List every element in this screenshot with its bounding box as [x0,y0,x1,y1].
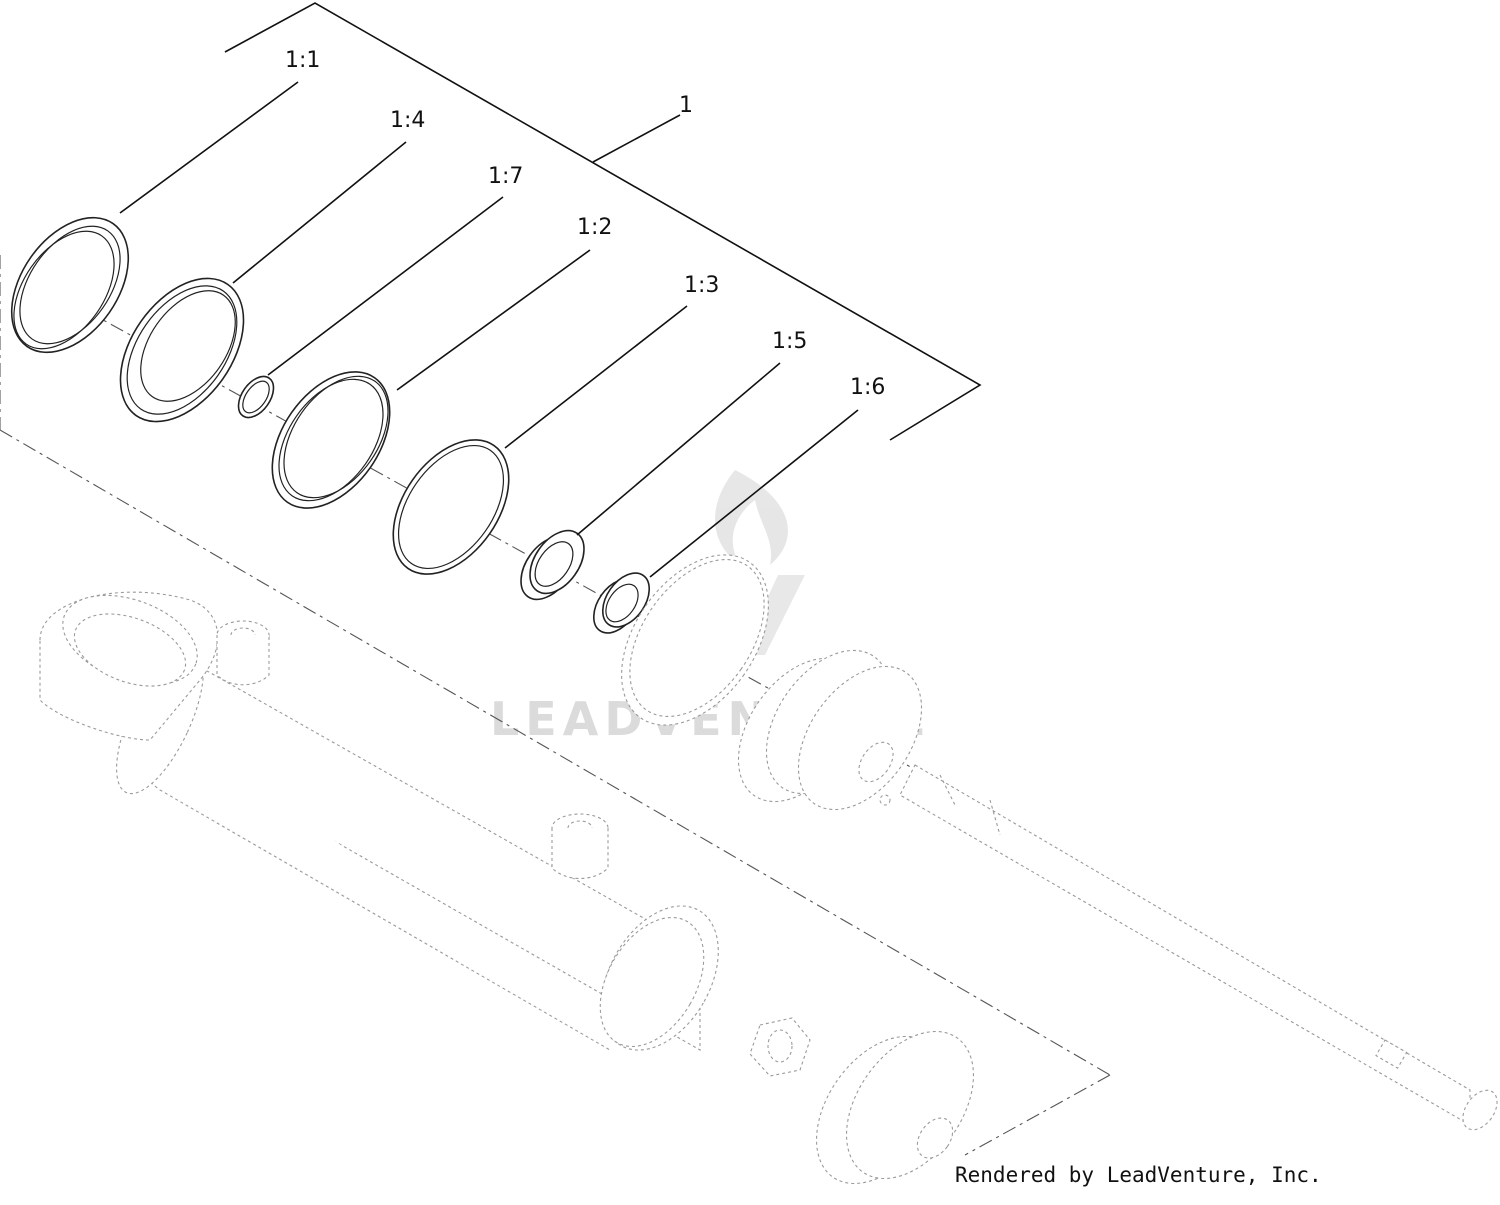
ring-1-4 [119,277,245,423]
ghost-clevis-end [39,591,219,741]
callout-labels: 1 1:1 1:4 1:7 1:2 1:3 1:5 1:6 [285,48,885,400]
axis-return [964,1074,1111,1156]
callout-1-3: 1:3 [684,273,719,298]
ring-1-2 [271,371,391,509]
leader-1-4 [232,141,407,284]
callout-1-6: 1:6 [850,375,885,400]
callout-1-2: 1:2 [577,215,612,240]
ghost-rod [899,764,1498,1131]
callout-1-4: 1:4 [390,108,425,133]
leader-assembly [592,114,681,163]
leader-1-6 [649,409,859,578]
ghost-nut [749,1017,811,1077]
ghost-port-fitting-top [216,620,270,686]
ring-1-7 [237,375,275,419]
callout-1-7: 1:7 [488,164,523,189]
ring-1-6 [592,572,651,634]
callout-1-5: 1:5 [772,329,807,354]
ghost-cylinder-barrel [116,645,719,1051]
leader-1-2 [396,249,591,391]
flame-icon [715,470,788,565]
callout-1-1: 1:1 [285,48,320,73]
ring-1-1 [10,216,130,354]
assembly-bracket [224,2,982,441]
render-credit: Rendered by LeadVenture, Inc. [955,1163,1322,1187]
ghost-port-fitting-bottom [551,813,609,879]
leader-1-1 [119,81,299,214]
leader-1-5 [576,362,781,536]
ghost-piston [737,649,923,811]
callout-1: 1 [679,93,693,118]
leader-lines [119,81,859,578]
ring-1-3 [392,439,510,575]
axis-lower [0,429,1111,1076]
ring-1-5 [520,529,585,601]
leader-1-7 [267,196,504,376]
ghost-retaining-ring [621,554,769,726]
leader-1-3 [504,305,688,449]
ghost-end-gland [815,1030,975,1185]
